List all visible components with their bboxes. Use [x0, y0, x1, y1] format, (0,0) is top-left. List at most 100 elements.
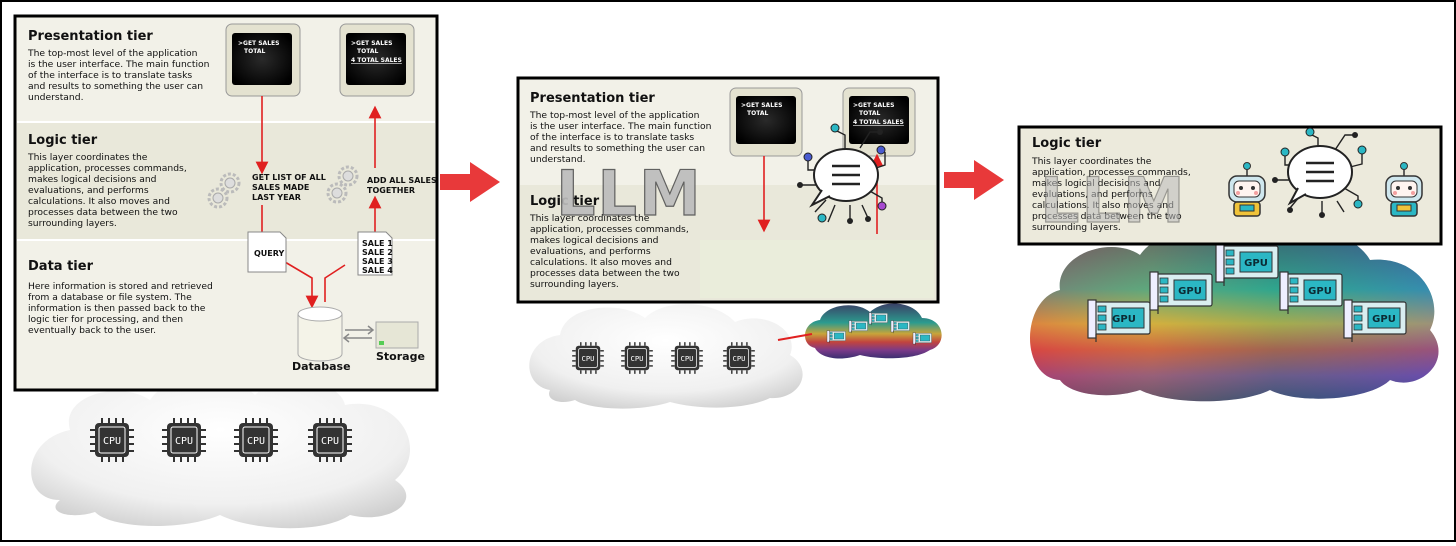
sales-document-icon: SALE 1 SALE 2 SALE 3 SALE 4	[357, 231, 393, 276]
logic-line: evaluations, and performs	[28, 185, 149, 196]
svg-text:>GET SALES: >GET SALES	[853, 102, 894, 109]
cpu-chip: CPU	[161, 417, 207, 463]
cloud-cpu-2	[529, 304, 803, 409]
storage-label: Storage	[376, 350, 425, 363]
svg-text:TOTAL: TOTAL	[747, 110, 768, 117]
presentation-tier-title: Presentation tier	[530, 91, 655, 106]
cpu-chip: CPU	[233, 417, 279, 463]
logic-line: processes data between the two	[530, 268, 680, 279]
presentation-line: is the user interface. The main function	[530, 121, 712, 132]
svg-text:>GET SALES: >GET SALES	[741, 102, 782, 109]
logic-line: processes data between the two	[1032, 211, 1182, 222]
get-list-label: GET LIST OF ALL	[252, 173, 326, 182]
presentation-line: The top-most level of the application	[27, 48, 198, 59]
panel1: CPU CPU CPU CPU Presentation tier The to…	[13, 14, 439, 529]
get-list-label: LAST YEAR	[252, 193, 301, 202]
svg-text:CPU: CPU	[175, 436, 193, 447]
database-label: Database	[292, 360, 351, 373]
logic-line: This layer coordinates the	[27, 152, 148, 163]
database-icon	[297, 306, 343, 362]
cpu-chip: CPU	[620, 341, 654, 375]
logic-tier-title: Logic tier	[28, 133, 98, 148]
svg-text:CPU: CPU	[733, 354, 746, 363]
gpu-label: GPU	[1178, 286, 1202, 297]
robot-icon	[1385, 162, 1423, 217]
monitor-icon: >GET SALES TOTAL	[729, 87, 803, 157]
svg-text:CPU: CPU	[103, 436, 121, 447]
logic-line: evaluations, and performs	[1032, 189, 1153, 200]
logic-tier-title: Logic tier	[1032, 136, 1102, 151]
svg-text:CPU: CPU	[321, 436, 339, 447]
svg-text:TOTAL: TOTAL	[357, 48, 378, 55]
robot-icon	[1228, 162, 1266, 217]
logic-line: surrounding layers.	[28, 218, 117, 229]
logic-line: surrounding layers.	[1032, 222, 1121, 233]
svg-text:CPU: CPU	[631, 354, 644, 363]
data-line: Here information is stored and retrieved	[28, 281, 213, 292]
logic-line: application, processes commands,	[530, 224, 689, 235]
get-list-label: SALES MADE	[252, 183, 309, 192]
logic-line: This layer coordinates the	[1031, 156, 1152, 167]
cloud-gpu-small	[804, 303, 942, 359]
svg-text:TOTAL: TOTAL	[859, 110, 880, 117]
logic-line: This layer coordinates the	[529, 213, 650, 224]
logic-line: processes data between the two	[28, 207, 178, 218]
presentation-line: understand.	[530, 154, 586, 165]
logic-line: makes logical decisions and	[1032, 178, 1161, 189]
svg-text:4 TOTAL SALES: 4 TOTAL SALES	[853, 119, 904, 126]
svg-text:SALE 1: SALE 1	[362, 239, 393, 248]
data-line: logic tier for processing, and then	[28, 314, 183, 325]
gpu-label: GPU	[1112, 314, 1136, 325]
data-line: from a database or file system. The	[28, 292, 192, 303]
presentation-line: and results to something the user can	[530, 143, 705, 154]
llm-label: LLM	[1040, 164, 1187, 237]
cpu-chip: CPU	[670, 341, 704, 375]
add-all-label: ADD ALL SALES	[367, 176, 437, 185]
data-line: information is then passed back to the	[28, 303, 206, 314]
logic-line: evaluations, and performs	[530, 246, 651, 257]
presentation-line: The top-most level of the application	[529, 110, 700, 121]
presentation-line: is the user interface. The main function	[28, 59, 210, 70]
logic-line: application, processes commands,	[1032, 167, 1191, 178]
logic-line: calculations. It also moves and	[28, 196, 170, 207]
cloud-cpu-1	[31, 376, 411, 529]
svg-text:>GET SALES: >GET SALES	[351, 40, 392, 47]
logic-line: makes logical decisions and	[28, 174, 157, 185]
add-all-label: TOGETHER	[367, 186, 415, 195]
svg-text:CPU: CPU	[247, 436, 265, 447]
data-line: eventually back to the user.	[28, 325, 156, 336]
svg-text:SALE 2: SALE 2	[362, 248, 393, 257]
panel3: GPU GPU GPU GPU GPU Logic tier This laye…	[1017, 125, 1443, 402]
presentation-line: and results to something the user can	[28, 81, 203, 92]
gpu-label: GPU	[1244, 258, 1268, 269]
gpu-label: GPU	[1372, 314, 1396, 325]
panel2: CPU CPU CPU CPU Presentation tier The to…	[516, 76, 942, 409]
query-document-icon: QUERY	[247, 231, 287, 273]
logic-line: calculations. It also moves and	[1032, 200, 1174, 211]
logic-line: calculations. It also moves and	[530, 257, 672, 268]
monitor-icon: >GET SALES TOTAL	[225, 23, 301, 97]
monitor-icon: >GET SALES TOTAL 4 TOTAL SALES	[339, 23, 415, 97]
cpu-chip: CPU	[571, 341, 605, 375]
svg-text:QUERY: QUERY	[254, 249, 284, 258]
logic-line: makes logical decisions and	[530, 235, 659, 246]
svg-text:4 TOTAL SALES: 4 TOTAL SALES	[351, 57, 402, 64]
cpu-chip: CPU	[307, 417, 353, 463]
presentation-line: of the interface is to translate tasks	[28, 70, 192, 81]
svg-text:CPU: CPU	[681, 354, 694, 363]
transition-arrow	[440, 162, 500, 202]
presentation-line: of the interface is to translate tasks	[530, 132, 694, 143]
presentation-line: understand.	[28, 92, 84, 103]
chat-network-icon	[1272, 127, 1367, 218]
logic-line: application, processes commands,	[28, 163, 187, 174]
svg-text:SALE 3: SALE 3	[362, 257, 393, 266]
presentation-tier-title: Presentation tier	[28, 29, 153, 44]
monitor-icon: >GET SALES TOTAL 4 TOTAL SALES	[842, 87, 916, 157]
transition-arrow	[944, 160, 1004, 200]
svg-text:CPU: CPU	[582, 354, 595, 363]
logic-line: surrounding layers.	[530, 279, 619, 290]
gpu-label: GPU	[1308, 286, 1332, 297]
llm-label: LLM	[556, 157, 703, 230]
storage-icon	[375, 321, 419, 349]
